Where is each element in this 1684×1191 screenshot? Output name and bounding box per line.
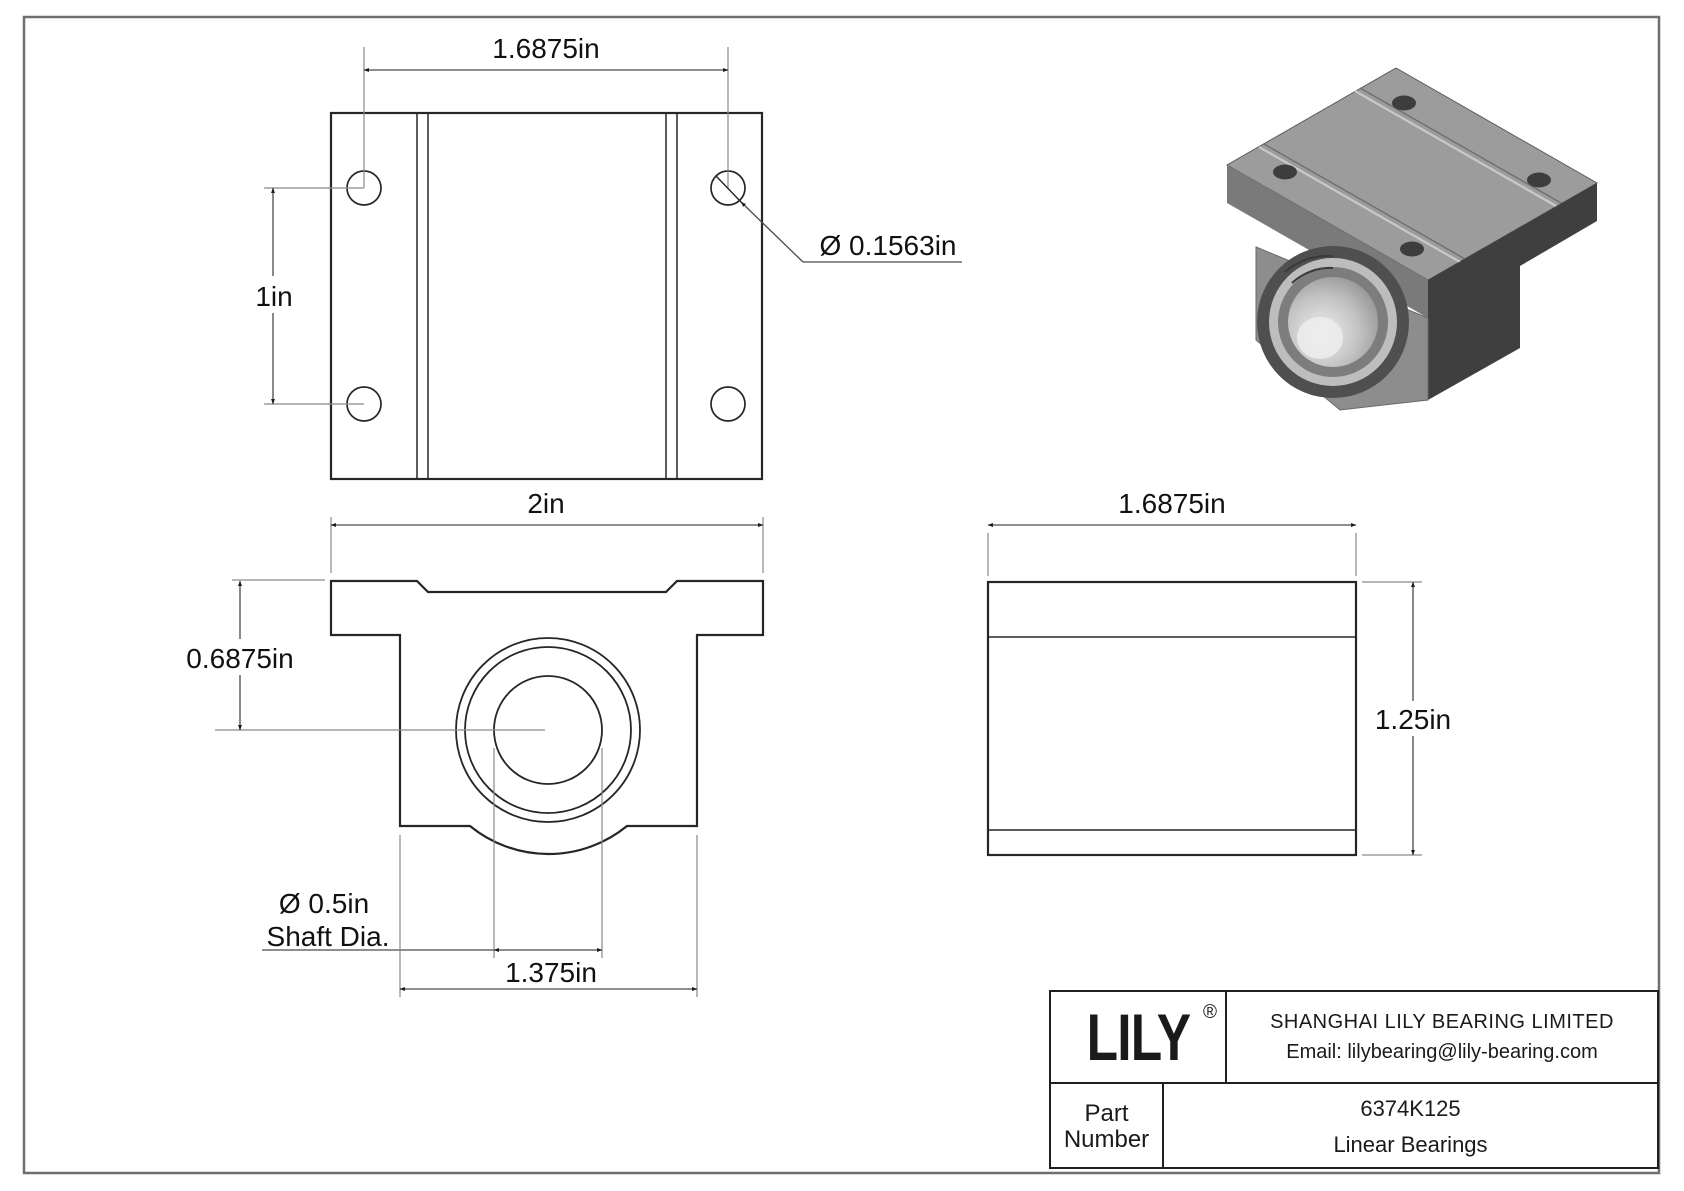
- dim-text: Ø 0.5in: [279, 888, 369, 919]
- dim-overall-width: 2in: [330, 488, 764, 573]
- leader-bolt-hole-dia: Ø 0.1563in: [715, 175, 962, 263]
- dim-text: 1.25in: [1375, 704, 1451, 735]
- iso-bolt-hole: [1273, 164, 1297, 180]
- dim-text: 1in: [255, 281, 292, 312]
- company-email: Email: lilybearing@lily-bearing.com: [1286, 1040, 1598, 1063]
- bolt-hole: [710, 386, 746, 422]
- front-view: 2in 0.6875in Ø 0.5in Shaft Dia. 1.375in: [178, 488, 765, 997]
- isometric-render: [1225, 67, 1599, 411]
- dim-side-width: 1.6875in: [987, 488, 1357, 576]
- part-category: Linear Bearings: [1333, 1131, 1488, 1157]
- dim-text: 2in: [527, 488, 564, 519]
- dim-bolt-spacing-v: 1in: [248, 187, 364, 405]
- part-number-cell: 6374K125 Linear Bearings: [1164, 1084, 1657, 1169]
- company-cell: SHANGHAI LILY BEARING LIMITED Email: lil…: [1227, 992, 1657, 1082]
- dim-text: 1.375in: [505, 957, 597, 988]
- iso-bolt-hole: [1400, 241, 1424, 257]
- dim-side-height: 1.25in: [1362, 581, 1458, 856]
- part-number-value: 6374K125: [1360, 1095, 1461, 1121]
- title-block-row-company: LILY ® SHANGHAI LILY BEARING LIMITED Ema…: [1051, 992, 1657, 1084]
- dim-text: Shaft Dia.: [267, 921, 390, 952]
- dim-base-width: 1.375in: [399, 835, 698, 997]
- logo-cell: LILY ®: [1051, 992, 1227, 1082]
- dim-text: Ø 0.1563in: [820, 230, 957, 261]
- registered-trademark-icon: ®: [1203, 1002, 1217, 1023]
- dim-center-height: 0.6875in: [178, 579, 325, 731]
- part-label-line1: Part: [1084, 1099, 1129, 1127]
- dim-text: 1.6875in: [492, 33, 599, 64]
- dim-shaft-dia: Ø 0.5in Shaft Dia.: [262, 748, 603, 958]
- iso-bolt-hole: [1392, 95, 1416, 111]
- top-view: 1.6875in 1in Ø 0.1563in: [248, 33, 962, 481]
- part-number-label: Part Number: [1051, 1084, 1164, 1169]
- lily-logo: LILY: [1086, 1000, 1190, 1074]
- part-label-line2: Number: [1063, 1125, 1150, 1153]
- dim-text: 0.6875in: [186, 643, 293, 674]
- dim-bolt-spacing-h: 1.6875in: [363, 33, 729, 188]
- company-name: SHANGHAI LILY BEARING LIMITED: [1270, 1010, 1614, 1033]
- title-block: LILY ® SHANGHAI LILY BEARING LIMITED Ema…: [1049, 990, 1659, 1169]
- dim-text: 1.6875in: [1118, 488, 1225, 519]
- title-block-row-part: Part Number 6374K125 Linear Bearings: [1051, 1084, 1657, 1169]
- sheet-border: [22, 15, 1661, 1175]
- iso-bolt-hole: [1527, 172, 1551, 188]
- side-view: 1.6875in 1.25in: [986, 488, 1458, 857]
